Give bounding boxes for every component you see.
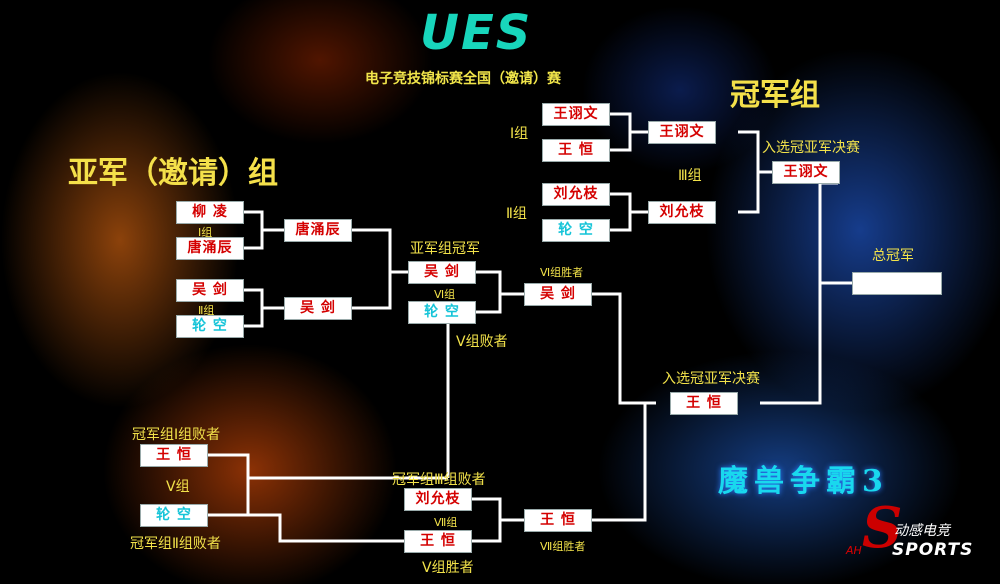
- match-label-group2: Ⅱ组: [198, 304, 215, 317]
- champ-g2-loser-label: 冠军组Ⅱ组败者: [130, 536, 221, 552]
- player-slot: 王诩文: [542, 103, 610, 126]
- match-label-group7: Ⅶ组: [434, 516, 458, 529]
- advance-final-label: 入选冠亚军决赛: [762, 140, 860, 156]
- winner-slot: 吴 剑: [524, 283, 592, 306]
- match-label-group1: Ⅰ组: [198, 226, 213, 239]
- group5-loser-label: Ⅴ组败者: [456, 334, 508, 350]
- player-slot: 唐涌辰: [176, 237, 244, 260]
- match-label-group2: Ⅱ组: [506, 206, 527, 222]
- player-slot: 轮 空: [140, 504, 208, 527]
- winner-slot: 王诩文: [648, 121, 716, 144]
- champion-group-title: 冠军组: [730, 78, 820, 113]
- champ-g3-loser-label: 冠军组Ⅲ组败者: [392, 472, 486, 488]
- event-subtitle: 电子竞技锦标赛全国（邀请）赛: [365, 71, 561, 87]
- runner-up-champion-label: 亚军组冠军: [410, 241, 480, 257]
- group5-winner-label: Ⅴ组胜者: [422, 560, 474, 576]
- s-logo-icon: S: [862, 495, 903, 561]
- game-title: 魔兽争霸3: [718, 464, 889, 499]
- finalist-slot: 王 恒: [670, 392, 738, 415]
- player-slot: 王 恒: [140, 444, 208, 467]
- group6-winner-label: Ⅵ组胜者: [540, 266, 584, 279]
- winner-slot: 吴 剑: [284, 297, 352, 320]
- player-slot: 吴 剑: [176, 279, 244, 302]
- group7-winner-label: Ⅶ组胜者: [540, 540, 586, 553]
- player-slot: 刘允枝: [542, 183, 610, 206]
- brand-prefix: AH: [846, 544, 862, 557]
- player-slot: 刘允枝: [404, 488, 472, 511]
- bye-slot: 轮 空: [176, 315, 244, 338]
- player-slot: 王 恒: [542, 139, 610, 162]
- player-slot: 吴 剑: [408, 261, 476, 284]
- player-slot: 王 恒: [404, 530, 472, 553]
- player-slot: 柳 凌: [176, 201, 244, 224]
- match-label-group3: Ⅲ组: [678, 168, 702, 184]
- winner-slot: 王 恒: [524, 509, 592, 532]
- player-slot: 轮 空: [408, 301, 476, 324]
- bye-slot: 轮 空: [542, 219, 610, 242]
- advance-final-label: 入选冠亚军决赛: [662, 371, 760, 387]
- brand-en-name: SPORTS: [892, 540, 974, 560]
- winner-slot: 唐涌辰: [284, 219, 352, 242]
- match-label-group6: Ⅵ组: [434, 288, 456, 301]
- runner-up-group-title: 亚军（邀请）组: [68, 156, 278, 191]
- dynamic-esports-logo: S AH 动感电竞 SPORTS: [846, 495, 982, 578]
- ues-logo: UES: [420, 5, 533, 61]
- match-label-group1: Ⅰ组: [510, 126, 529, 142]
- brand-cn-name: 动感电竞: [894, 523, 950, 539]
- grand-champion-label: 总冠军: [872, 248, 914, 264]
- champ-g1-loser-label: 冠军组Ⅰ组败者: [132, 427, 221, 443]
- winner-slot: 刘允枝: [648, 201, 716, 224]
- finalist-slot: 王诩文: [772, 161, 840, 184]
- match-label-group5: Ⅴ组: [166, 479, 190, 495]
- grand-champion-slot: [852, 272, 942, 295]
